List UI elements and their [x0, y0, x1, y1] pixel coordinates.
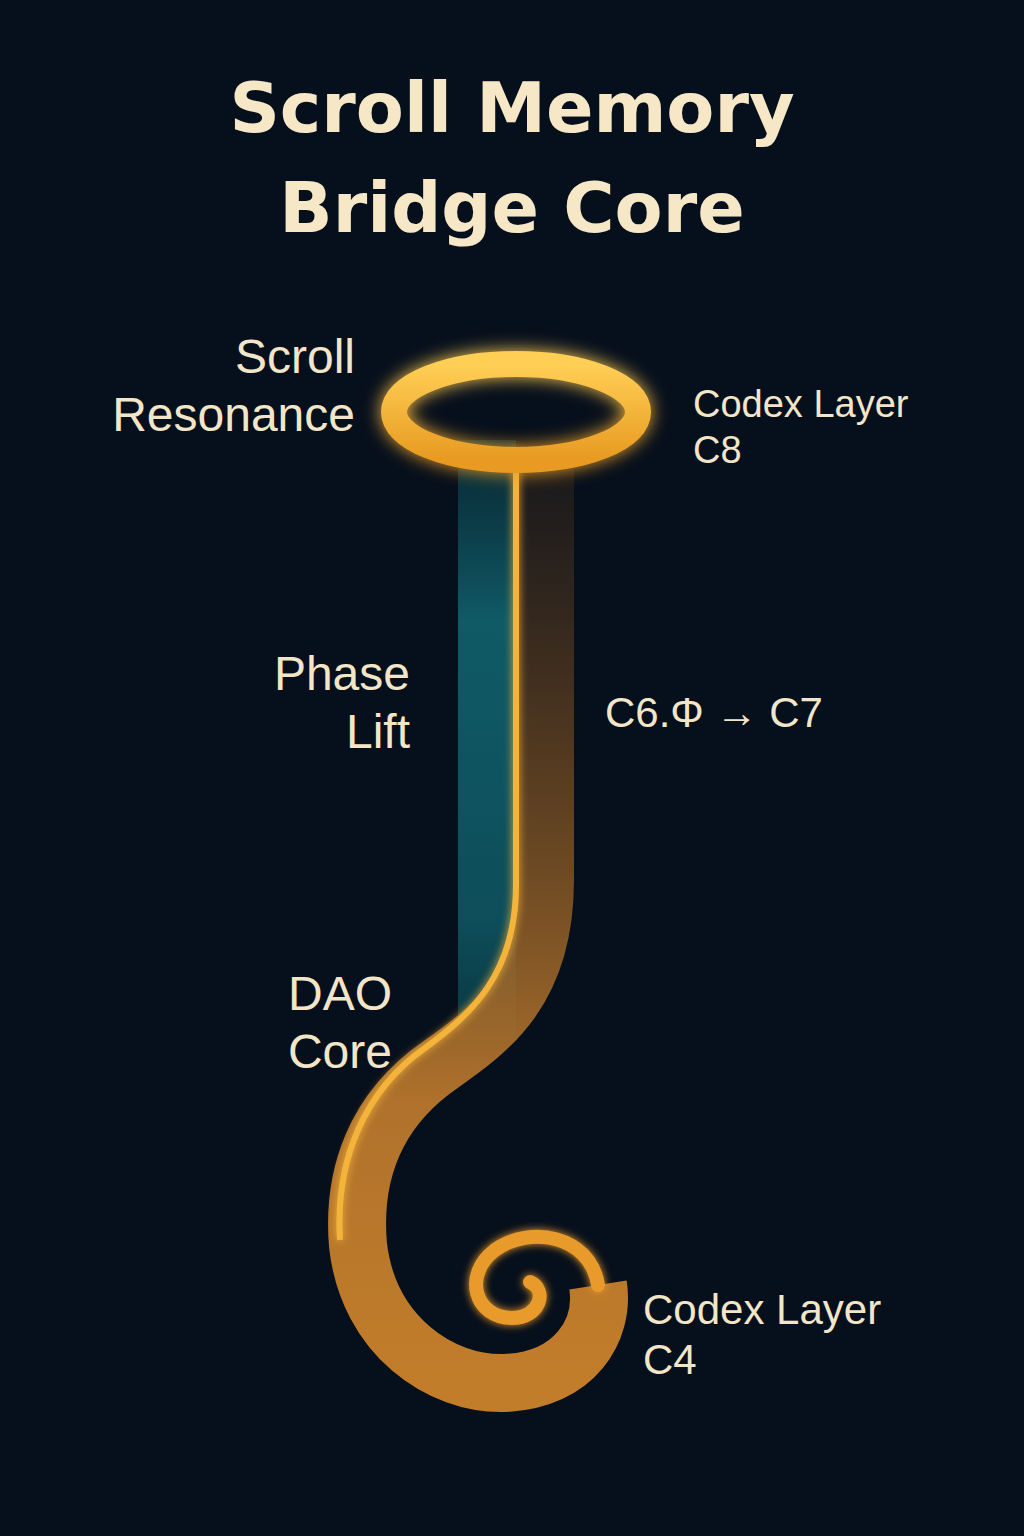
layer-label: Codex Layer C8	[693, 382, 943, 473]
resonance-ring	[394, 364, 638, 460]
part-label: Phase Lift	[230, 645, 410, 760]
phase-label: C6.Φ → C7	[605, 688, 823, 738]
part-label: DAO Core	[232, 965, 392, 1080]
spiral-core	[476, 1237, 598, 1318]
part-label: Scroll Resonance	[50, 328, 355, 443]
layer-label: Codex Layer C4	[643, 1285, 913, 1386]
gold-line	[339, 450, 516, 1240]
diagram-title: Scroll Memory Bridge Core	[152, 58, 872, 258]
flow-band	[357, 450, 599, 1383]
